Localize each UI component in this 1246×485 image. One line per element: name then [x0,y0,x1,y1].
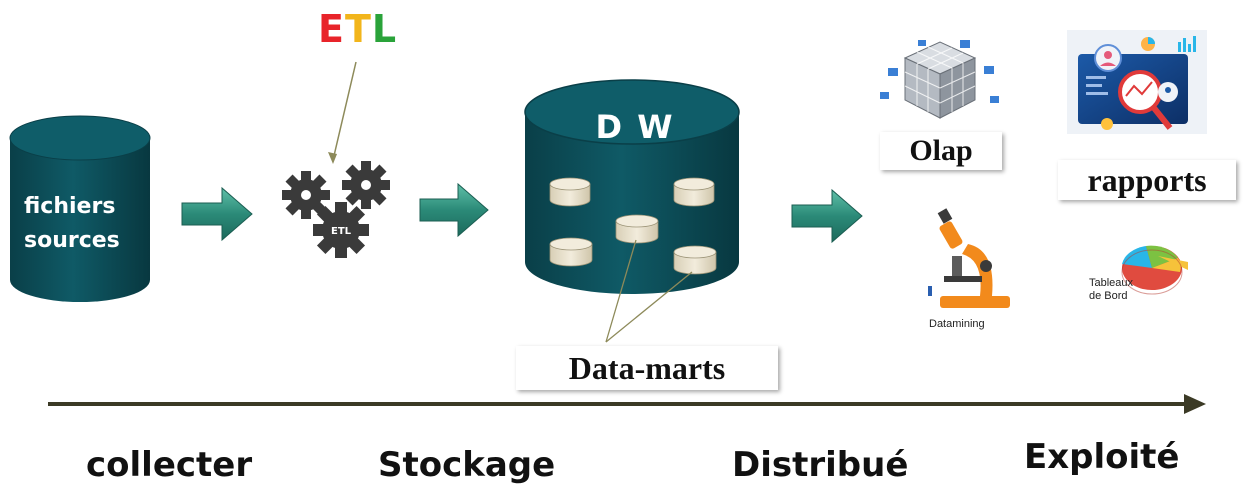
source-label: fichiers sources [14,190,138,258]
datamart-cylinder [549,177,591,207]
olap-cube-icon [880,40,999,119]
datamart-cylinder [673,177,715,207]
etl-title: ETL [318,10,397,48]
gear-badge: ETL [331,226,352,237]
rapports-label: rapports [1058,160,1236,200]
datamarts-label: Data-marts [516,346,778,390]
dw-title: D W [595,108,675,146]
flow-arrow-2 [419,182,489,238]
datamart-cylinder [549,237,593,267]
datamining-label: Datamining [929,318,985,330]
microscope-icon [928,208,1010,308]
phase-collecter: collecter [86,445,253,485]
reports-icon [1067,30,1207,134]
tableaux-label: Tableaux de Bord [1089,277,1169,303]
etl-letter-e: E [318,7,345,51]
source-cylinder [9,115,151,302]
datamart-cylinder [673,245,717,275]
timeline-arrow [48,394,1206,414]
olap-label: Olap [880,132,1002,170]
gear-icon [282,161,390,258]
phase-distribue: Distribué [732,445,909,485]
pie-chart-icon [1121,245,1188,295]
phase-exploite: Exploité [1024,437,1180,477]
etl-pointer [328,61,357,164]
datamart-cylinder [615,214,659,244]
datamarts-pointer [605,239,693,343]
etl-letter-l: L [371,7,398,51]
etl-letter-t: T [344,7,372,51]
source-label-line2: sources [24,228,120,253]
flow-arrow-3 [791,188,863,244]
phase-stockage: Stockage [378,445,556,485]
tableaux-label-line2: de Bord [1089,290,1128,302]
flow-arrow-1 [181,186,253,242]
tableaux-label-line1: Tableaux [1089,277,1134,289]
source-label-line1: fichiers [24,194,116,219]
